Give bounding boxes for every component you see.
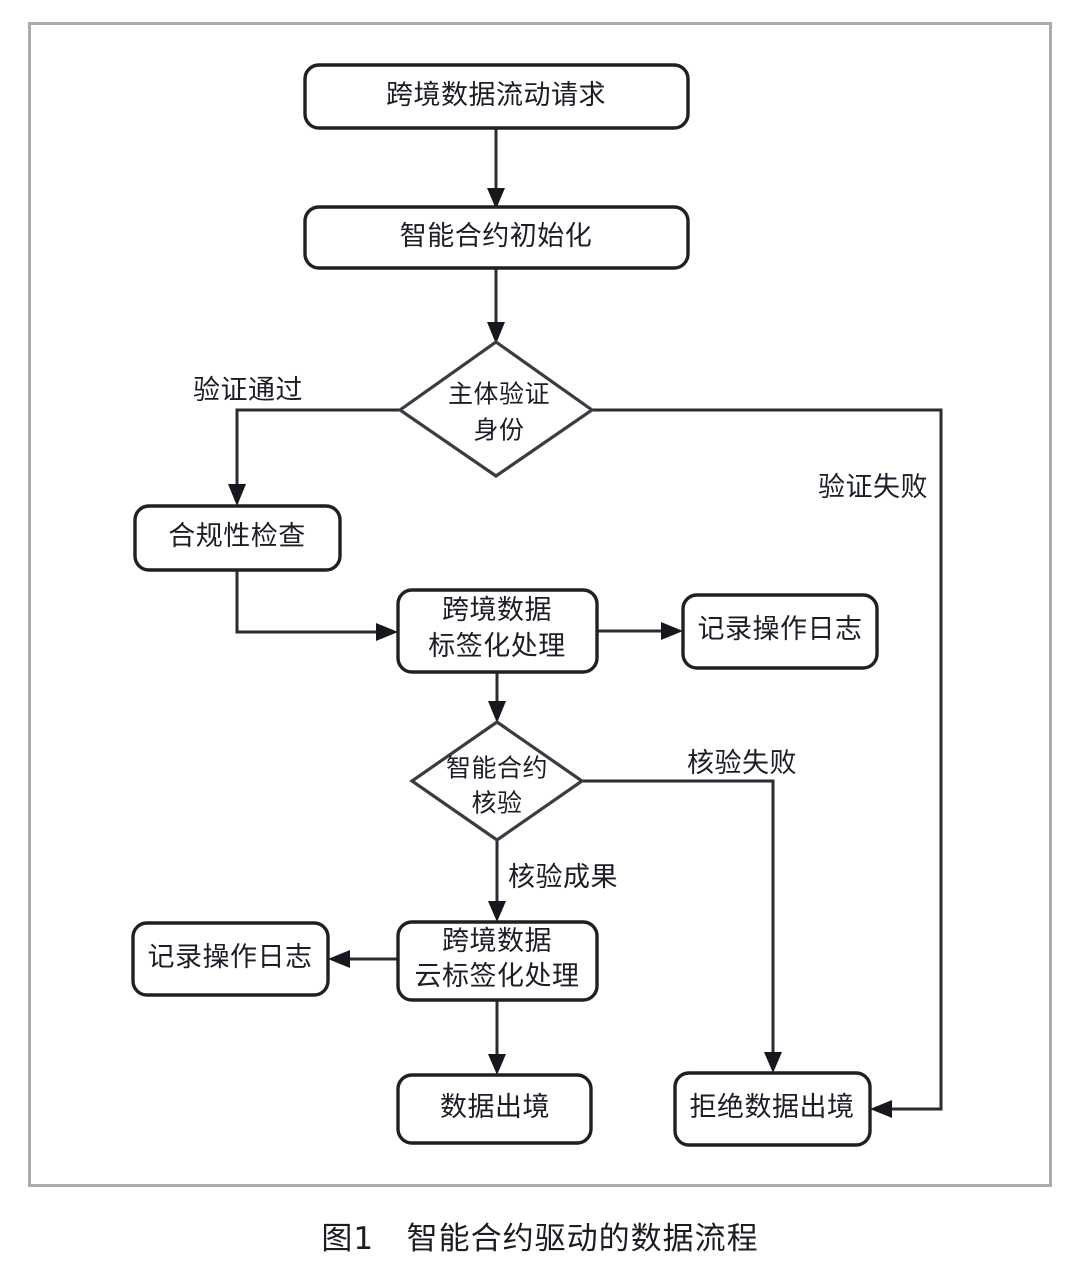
node-contract-verify-shape[interactable] [409, 720, 585, 842]
node-contract-verify-label-line1: 智能合约 [446, 755, 548, 783]
node-contract-verify[interactable]: 智能合约 核验 [409, 720, 585, 842]
edge-label-check-fail: 核验失败 [687, 748, 797, 778]
node-log-right-shape[interactable] [681, 593, 879, 670]
node-identity-check[interactable]: 主体验证 身份 [397, 340, 595, 478]
node-log-left-label: 记录操作日志 [148, 942, 313, 972]
node-log-left-shape[interactable] [131, 921, 330, 997]
node-contract-verify-label-line2: 核验 [471, 790, 522, 818]
edge-label-verify-pass: 验证通过 [193, 375, 303, 405]
node-tagging-label-line1: 跨境数据 [442, 595, 552, 625]
flowchart-canvas: 验证通过 验证失败 核验失败 核验成果 跨境数据流动请求 智能合约初始化 主体验… [131, 63, 943, 1147]
node-compliance-shape[interactable] [133, 504, 342, 572]
figure-caption: 图1 智能合约驱动的数据流程 [321, 1221, 759, 1257]
node-cloud-tagging-label-line1: 跨境数据 [442, 926, 552, 956]
edge-label-verify-fail: 验证失败 [818, 472, 928, 502]
node-log-left[interactable]: 记录操作日志 [131, 921, 330, 997]
node-tagging-shape[interactable] [396, 588, 599, 674]
node-identity-check-shape[interactable] [397, 340, 595, 478]
edge-label-check-success: 核验成果 [508, 862, 618, 892]
edge-identity-fail-to-reject [592, 408, 943, 1118]
node-data-export-shape[interactable] [396, 1073, 593, 1145]
node-request-shape[interactable] [303, 63, 690, 130]
node-log-right[interactable]: 记录操作日志 [681, 593, 879, 670]
node-compliance[interactable]: 合规性检查 [133, 504, 342, 572]
node-init[interactable]: 智能合约初始化 [303, 205, 690, 270]
edge-tagging-to-verify [488, 672, 506, 723]
node-data-export[interactable]: 数据出境 [396, 1073, 593, 1145]
edge-identity-pass-to-compliance [228, 408, 400, 506]
edge-cloud-tagging-to-data-export [488, 1000, 506, 1075]
node-data-export-label: 数据出境 [440, 1092, 550, 1122]
edge-request-to-init [487, 128, 505, 209]
node-cloud-tagging[interactable]: 跨境数据 云标签化处理 [396, 920, 599, 1002]
node-tagging-label-line2: 标签化处理 [428, 631, 566, 661]
node-identity-check-label-line2: 身份 [473, 417, 524, 445]
node-cloud-tagging-shape[interactable] [396, 920, 599, 1002]
node-compliance-label: 合规性检查 [168, 521, 306, 551]
node-request-label: 跨境数据流动请求 [386, 80, 606, 110]
node-reject-export-shape[interactable] [673, 1071, 872, 1147]
edge-compliance-to-tagging [235, 570, 398, 641]
edge-verify-success-to-cloud-tagging [488, 840, 506, 922]
node-log-right-label: 记录操作日志 [698, 614, 863, 644]
edge-init-to-identity [487, 268, 505, 344]
node-cloud-tagging-label-line2: 云标签化处理 [415, 961, 580, 991]
edge-cloud-tagging-to-log-left [328, 950, 398, 968]
node-reject-export[interactable]: 拒绝数据出境 [673, 1071, 872, 1147]
edge-verify-fail-to-reject [582, 779, 782, 1073]
node-request[interactable]: 跨境数据流动请求 [303, 63, 690, 130]
node-identity-check-label-line1: 主体验证 [448, 381, 550, 409]
node-reject-export-label: 拒绝数据出境 [690, 1092, 855, 1122]
edge-tagging-to-log-right [597, 622, 683, 640]
node-tagging[interactable]: 跨境数据 标签化处理 [396, 588, 599, 674]
node-init-label: 智能合约初始化 [400, 221, 593, 251]
node-init-shape[interactable] [303, 205, 690, 270]
